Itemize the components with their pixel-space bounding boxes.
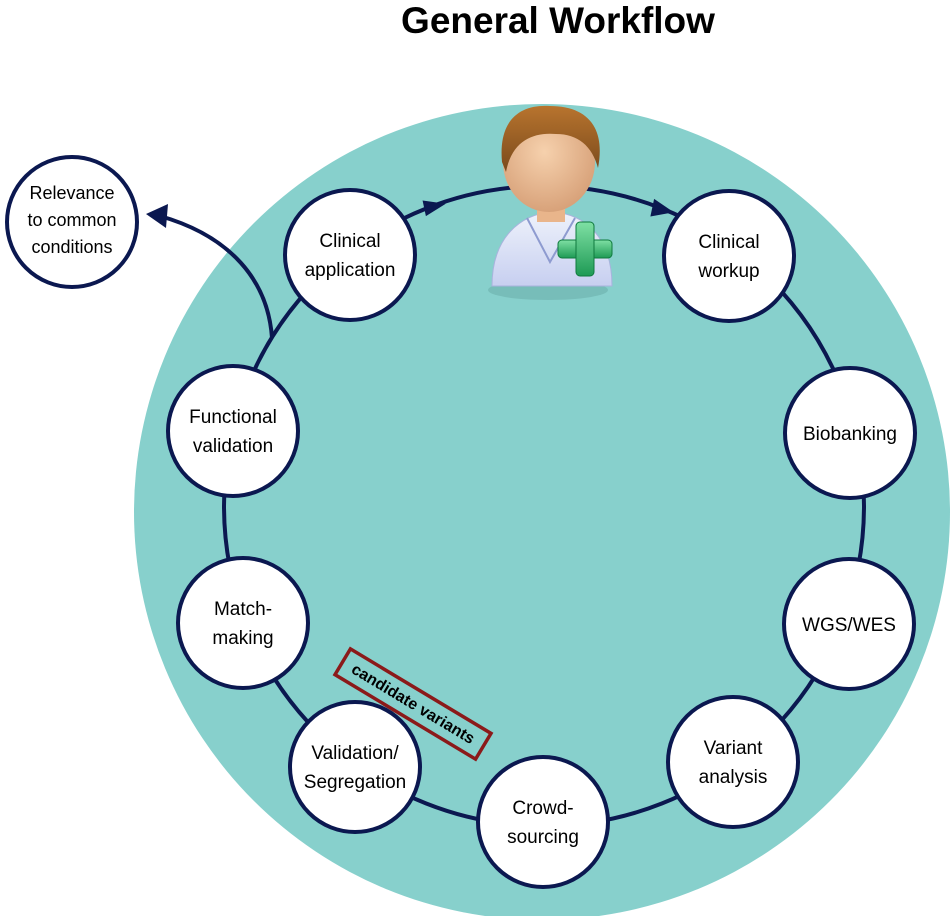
node-validation-segregation-line-1: Validation/ (311, 743, 399, 764)
node-match-making[interactable]: Match- making (176, 556, 310, 690)
node-validation-segregation-line-2: Segregation (304, 772, 406, 793)
node-match-making-line-2: making (212, 628, 273, 649)
node-functional-validation[interactable]: Functional validation (166, 364, 300, 498)
node-functional-validation-line-2: validation (193, 436, 273, 457)
node-clinical-application-line-1: Clinical (319, 231, 380, 252)
node-clinical-workup-line-1: Clinical (698, 232, 759, 253)
node-variant-analysis-line-2: analysis (699, 767, 768, 788)
node-clinical-application[interactable]: Clinical application (283, 188, 417, 322)
node-relevance-line-3: conditions (31, 237, 112, 257)
node-functional-validation-line-1: Functional (189, 407, 277, 428)
node-crowd-sourcing-line-2: sourcing (507, 827, 579, 848)
node-variant-analysis-line-1: Variant (704, 738, 764, 759)
node-wgs-wes[interactable]: WGS/WES (782, 557, 916, 691)
node-match-making-line-1: Match- (214, 599, 272, 620)
cycle-arrow-right (650, 198, 674, 217)
page-title: General Workflow (401, 0, 715, 41)
branch-arrow (159, 214, 274, 339)
node-clinical-application-line-2: application (305, 260, 396, 281)
node-clinical-workup-line-2: workup (697, 261, 759, 282)
node-relevance-line-1: Relevance (29, 183, 114, 203)
node-variant-analysis[interactable]: Variant analysis (666, 695, 800, 829)
cycle-arrow-left (422, 200, 446, 217)
node-validation-segregation[interactable]: Validation/ Segregation (288, 700, 422, 834)
node-biobanking[interactable]: Biobanking (783, 366, 917, 500)
node-wgs-wes-line-1: WGS/WES (802, 615, 896, 636)
node-clinical-workup[interactable]: Clinical workup (662, 189, 796, 323)
branch-arrowhead (146, 204, 168, 228)
node-biobanking-line-1: Biobanking (803, 424, 897, 445)
node-crowd-sourcing-line-1: Crowd- (512, 798, 573, 819)
node-relevance-line-2: to common (27, 210, 116, 230)
node-crowd-sourcing[interactable]: Crowd- sourcing (476, 755, 610, 889)
node-relevance[interactable]: Relevance to common conditions (5, 155, 139, 289)
doctor-icon (488, 105, 613, 300)
